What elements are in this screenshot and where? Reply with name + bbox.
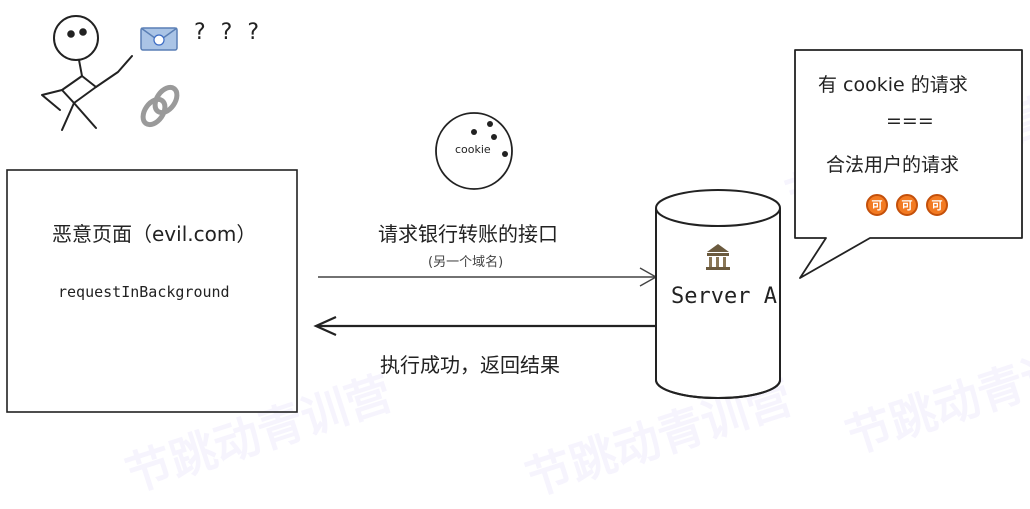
request-sublabel: (另一个域名) [428, 255, 504, 270]
response-arrow [313, 315, 656, 337]
bank-icon [706, 244, 730, 270]
response-label: 执行成功，返回结果 [380, 353, 560, 377]
bubble-line-3: 合法用户的请求 [826, 154, 960, 176]
evil-page-code: requestInBackground [58, 283, 230, 301]
bubble-line-1: 有 cookie 的请求 [818, 74, 968, 96]
diagram-stage: 节跳动青训营 节跳动青训营 节跳动青训营 节跳动青训营 [6, 15, 1030, 506]
speech-bubble [794, 49, 1023, 279]
diagram-canvas [6, 15, 1023, 413]
badge-icon: 可 [866, 194, 888, 216]
badge-icon: 可 [896, 194, 918, 216]
link-icon [140, 84, 180, 128]
bubble-line-2: === [886, 110, 934, 132]
cookie-label: cookie [455, 143, 491, 156]
evil-page-title: 恶意页面（evil.com） [52, 222, 257, 246]
badge-icon: 可 [926, 194, 948, 216]
envelope-icon [140, 27, 178, 51]
request-arrow [318, 267, 658, 287]
attacker-figure [41, 15, 133, 131]
server-label: Server A [671, 284, 777, 309]
request-label: 请求银行转账的接口 [378, 222, 558, 246]
cookie-icon [435, 112, 513, 190]
bubble-badges: 可 可 可 [866, 194, 948, 216]
server-cylinder [655, 189, 781, 399]
question-marks: ? ? ? [194, 20, 264, 45]
evil-page-box [6, 169, 298, 413]
